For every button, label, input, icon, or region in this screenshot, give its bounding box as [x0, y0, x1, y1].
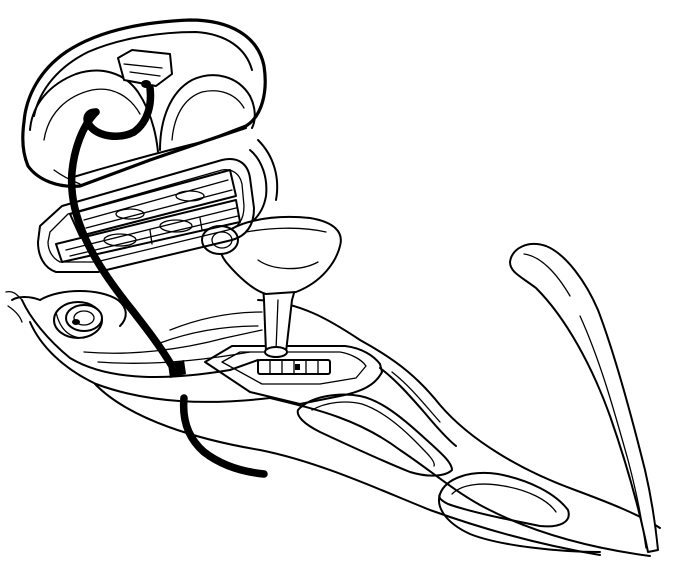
cigarette-lighter — [5, 290, 127, 339]
cup-holder — [438, 472, 601, 553]
console-storage-tray — [296, 367, 457, 477]
parking-brake-handle — [509, 243, 659, 553]
center-console — [21, 299, 661, 557]
shift-knob — [201, 215, 342, 295]
center-air-vents — [37, 139, 279, 273]
instrument-cluster — [21, 18, 267, 188]
wiring-harness — [67, 84, 268, 478]
